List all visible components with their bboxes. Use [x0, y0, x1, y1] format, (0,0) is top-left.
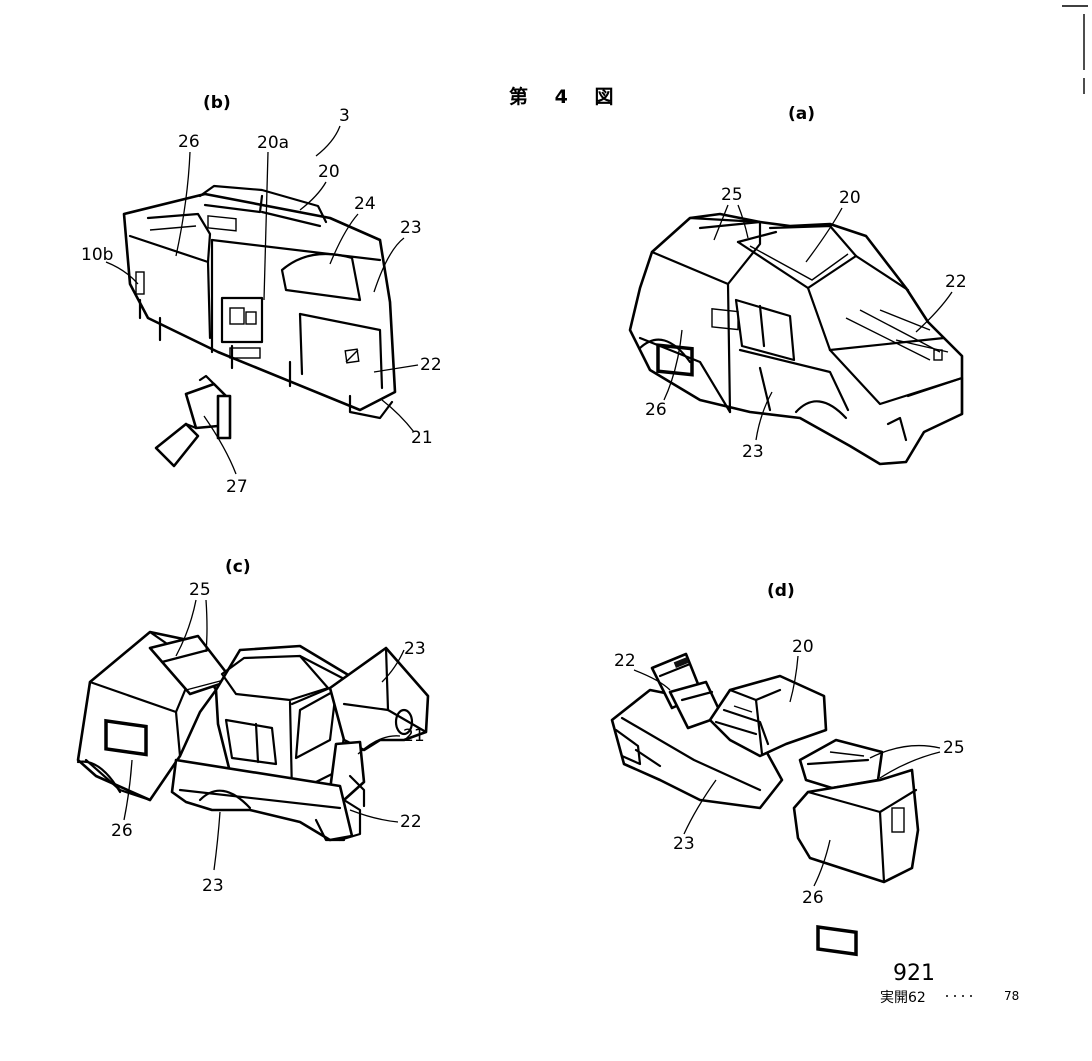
panel-d: (d)	[610, 581, 965, 957]
panel-a-label-23: 23	[742, 442, 764, 462]
figure-title: 第 4 図	[509, 85, 623, 108]
panel-c-label-23-upper: 23	[404, 639, 426, 659]
margin-marks	[1062, 5, 1088, 94]
panel-d-label-23: 23	[673, 834, 695, 854]
panel-c-caption: (c)	[225, 557, 251, 577]
panel-d-label-20: 20	[792, 637, 814, 657]
panel-a-car	[628, 212, 964, 466]
panel-b-caption: (b)	[203, 93, 231, 113]
panel-c-label-25: 25	[189, 580, 211, 600]
panel-b-label-26: 26	[178, 132, 200, 152]
panel-b-label-22: 22	[420, 355, 442, 375]
panel-b-leaders	[105, 125, 419, 475]
panel-c-label-22: 22	[400, 812, 422, 832]
panel-b-label-21: 21	[411, 428, 433, 448]
panel-b: (b)	[81, 93, 442, 497]
panel-d-label-22: 22	[614, 651, 636, 671]
panel-b-car-body	[122, 184, 397, 420]
panel-b-label-23: 23	[400, 218, 422, 238]
panel-c-car	[76, 630, 430, 842]
panel-a-caption: (a)	[788, 104, 815, 124]
panel-b-label-3: 3	[339, 106, 350, 126]
publication-reference: 実開62	[880, 990, 926, 1006]
publication-reference-tail: 78	[1004, 989, 1019, 1003]
panel-b-label-27: 27	[226, 477, 248, 497]
panel-c-label-26: 26	[111, 821, 133, 841]
panel-a-label-22: 22	[945, 272, 967, 292]
panel-d-car	[610, 652, 920, 957]
page-number: 921	[893, 961, 935, 986]
panel-d-caption: (d)	[767, 581, 795, 601]
panel-d-label-25: 25	[943, 738, 965, 758]
panel-a: (a)	[628, 104, 967, 466]
panel-c-label-21: 21	[403, 726, 425, 746]
panel-a-leaders	[663, 204, 953, 441]
panel-b-part-27	[154, 374, 232, 468]
page-footer: 921 実開62 78	[880, 961, 1019, 1006]
panel-b-label-20a: 20a	[257, 133, 289, 153]
panel-a-label-20: 20	[839, 188, 861, 208]
panel-b-label-10b: 10b	[81, 245, 113, 265]
panel-c: (c)	[76, 557, 430, 896]
panel-a-label-26: 26	[645, 400, 667, 420]
panel-d-label-26: 26	[802, 888, 824, 908]
panel-d-leaders	[633, 655, 941, 887]
panel-a-label-25: 25	[721, 185, 743, 205]
panel-c-label-23-lower: 23	[202, 876, 224, 896]
panel-b-label-24: 24	[354, 194, 376, 214]
panel-c-leaders	[123, 599, 405, 871]
panel-b-label-20: 20	[318, 162, 340, 182]
